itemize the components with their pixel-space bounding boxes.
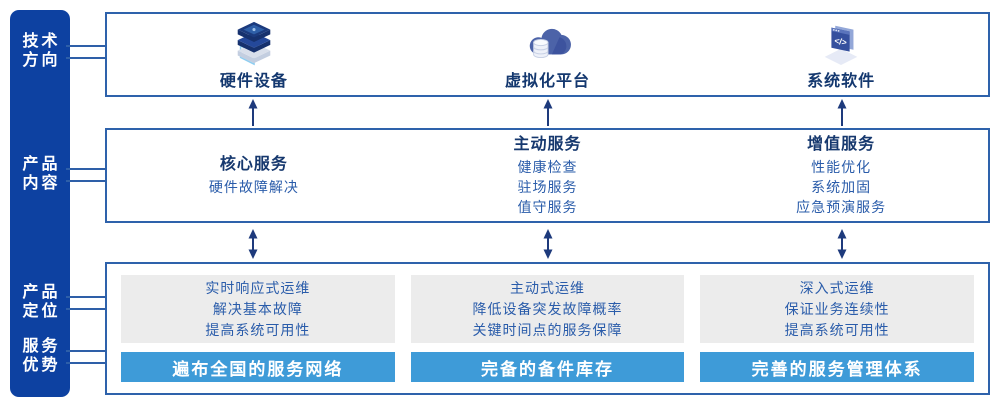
double-arrow-icon	[248, 229, 258, 259]
tech-label: 系统软件	[807, 73, 876, 90]
positioning-panel: 深入式运维 保证业务连续性 提高系统可用性	[700, 275, 975, 343]
positioning-line: 降低设备突发故障概率	[472, 300, 623, 317]
up-arrow-icon	[837, 99, 847, 126]
double-arrow-icon	[543, 229, 553, 259]
connector-line	[66, 308, 106, 310]
service-column-proactive: 主动服务 健康检查 驻场服务 值守服务	[401, 130, 695, 221]
up-arrow-icon	[543, 99, 553, 126]
tech-label: 虚拟化平台	[505, 73, 591, 90]
advantage-bar: 完备的备件库存	[410, 352, 685, 382]
service-line: 性能优化	[811, 159, 872, 175]
positioning-line: 保证业务连续性	[784, 300, 890, 317]
positioning-line: 解决基本故障	[212, 300, 303, 317]
service-line: 应急预演服务	[796, 199, 887, 215]
positioning-advantage-box: 实时响应式运维 解决基本故障 提高系统可用性 遍布全国的服务网络 主动式运维 降…	[105, 262, 990, 395]
service-heading: 核心服务	[219, 156, 288, 173]
service-line: 系统加固	[811, 179, 872, 195]
positioning-line: 主动式运维	[510, 279, 585, 296]
connector-line	[66, 362, 106, 364]
tech-item-system-software: </> 系统软件	[694, 14, 988, 95]
positioning-line: 关键时间点的服务保障	[472, 321, 623, 338]
positioning-line: 实时响应式运维	[205, 279, 311, 296]
positioning-panel: 实时响应式运维 解决基本故障 提高系统可用性	[121, 275, 395, 343]
advantage-bar: 完善的服务管理体系	[700, 352, 975, 382]
service-line: 硬件故障解决	[208, 179, 299, 195]
positioning-line: 提高系统可用性	[205, 321, 311, 338]
positioning-line: 深入式运维	[799, 279, 875, 296]
tech-item-virtualization: 虚拟化平台	[401, 14, 695, 95]
virtualization-cloud-database-icon	[525, 20, 571, 66]
product-content-box: 核心服务 硬件故障解决 主动服务 健康检查 驻场服务 值守服务 增值服务 性能优…	[105, 128, 990, 223]
service-line: 值守服务	[517, 199, 578, 215]
tech-label: 硬件设备	[219, 73, 288, 90]
positioning-line: 提高系统可用性	[784, 321, 890, 338]
svg-text:</>: </>	[834, 35, 848, 47]
double-arrow-icon	[837, 229, 847, 259]
service-heading: 增值服务	[807, 136, 876, 153]
connector-line	[66, 168, 106, 170]
system-software-window-icon: </>	[818, 20, 864, 66]
service-line: 驻场服务	[517, 179, 578, 195]
connector-line	[66, 45, 106, 47]
service-column-core: 核心服务 硬件故障解决	[107, 130, 401, 221]
hardware-server-stack-icon	[231, 20, 277, 66]
positioning-column-proactive: 主动式运维 降低设备突发故障概率 关键时间点的服务保障 完备的备件库存	[410, 275, 685, 382]
service-column-value-added: 增值服务 性能优化 系统加固 应急预演服务	[694, 130, 988, 221]
sidebar-label-tech-direction: 技术方向	[22, 33, 61, 69]
positioning-column-realtime: 实时响应式运维 解决基本故障 提高系统可用性 遍布全国的服务网络	[121, 275, 395, 382]
positioning-panel: 主动式运维 降低设备突发故障概率 关键时间点的服务保障	[410, 275, 685, 343]
tech-item-hardware: 硬件设备	[107, 14, 401, 95]
sidebar-label-product-content: 产品内容	[22, 156, 61, 192]
positioning-column-indepth: 深入式运维 保证业务连续性 提高系统可用性 完善的服务管理体系	[700, 275, 975, 382]
sidebar-label-service-advantage: 服务优势	[22, 338, 61, 374]
service-line: 健康检查	[517, 159, 578, 175]
connector-line	[66, 180, 106, 182]
connector-line	[66, 350, 106, 352]
category-sidebar: 技术方向 产品内容 产品定位 服务优势	[10, 10, 70, 397]
tech-direction-box: 硬件设备 虚拟化平台	[105, 12, 990, 97]
service-heading: 主动服务	[513, 136, 582, 153]
up-arrow-icon	[248, 99, 258, 126]
sidebar-label-product-positioning: 产品定位	[22, 284, 61, 320]
advantage-bar: 遍布全国的服务网络	[121, 352, 395, 382]
connector-line	[66, 296, 106, 298]
connector-line	[66, 57, 106, 59]
